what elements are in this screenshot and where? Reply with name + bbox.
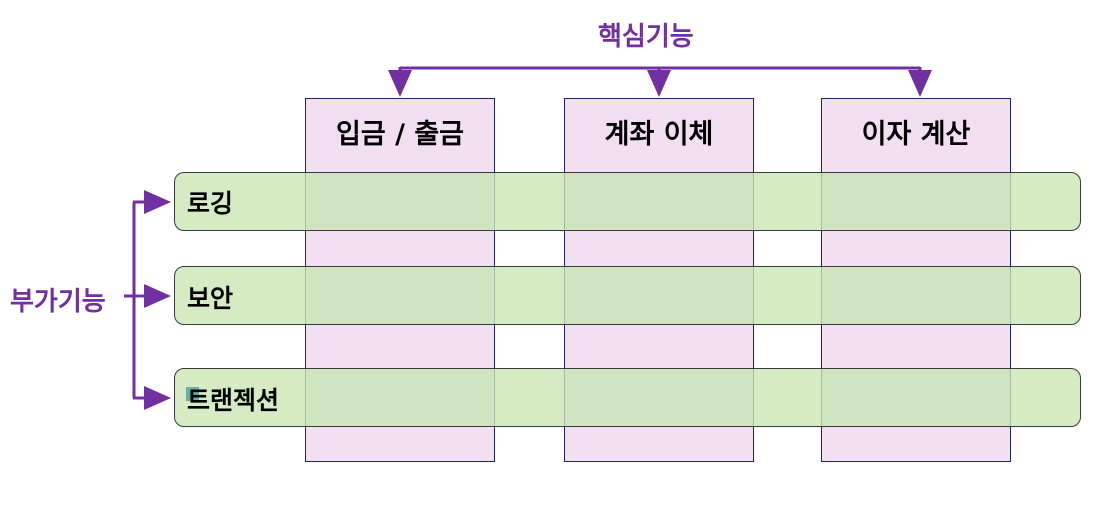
core-title: 핵심기능 (598, 22, 694, 52)
column-label-transfer: 계좌 이체 (604, 119, 714, 150)
column-label-interest: 이자 계산 (861, 119, 971, 150)
row-transaction (174, 368, 1081, 427)
text-cursor-highlight (186, 387, 199, 401)
column-label-deposit-withdraw: 입금 / 출금 (335, 119, 465, 150)
row-label-security: 보안 (187, 284, 234, 313)
row-label-logging: 로깅 (187, 189, 234, 218)
aux-title: 부가기능 (10, 287, 106, 317)
row-label-transaction: 트랜젝션 (187, 386, 280, 415)
row-logging (174, 172, 1081, 231)
row-security (174, 266, 1081, 325)
